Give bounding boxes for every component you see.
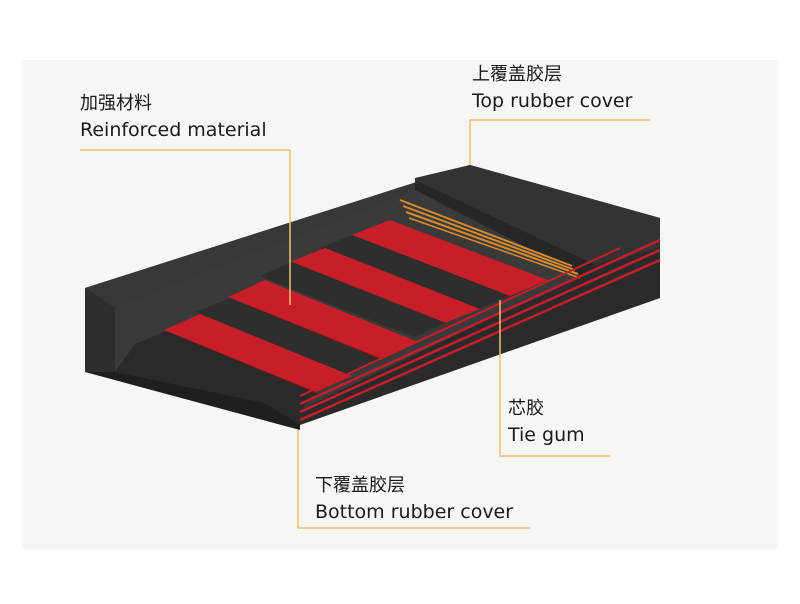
- tie-gum-label-cn: 芯胶: [508, 398, 544, 419]
- leader-bottom-cover: [297, 430, 530, 529]
- top-cover-label-cn: 上覆盖胶层: [472, 64, 562, 85]
- top-cover-label-en: Top rubber cover: [472, 90, 633, 112]
- bottom-cover-label-cn: 下覆盖胶层: [315, 475, 405, 496]
- tie-gum-label-en: Tie gum: [508, 424, 585, 446]
- reinforced-material-strips: [115, 220, 548, 410]
- leader-lines: [80, 119, 650, 529]
- top-rubber-cover: [415, 165, 660, 265]
- leader-top-cover: [469, 119, 650, 165]
- top-cover-wall-side: [85, 288, 115, 372]
- reinforced-label-cn: 加强材料: [80, 93, 152, 114]
- fabric-ply-lines: [399, 199, 581, 279]
- leader-reinforced: [80, 149, 291, 305]
- side-layer-lines: [299, 238, 661, 422]
- bottom-cover-label-en: Bottom rubber cover: [315, 501, 514, 523]
- leader-tie-gum: [499, 300, 610, 457]
- top-cover-wall-top: [85, 165, 470, 308]
- top-cover-cut-face: [415, 180, 595, 275]
- reinforced-label-en: Reinforced material: [80, 119, 267, 141]
